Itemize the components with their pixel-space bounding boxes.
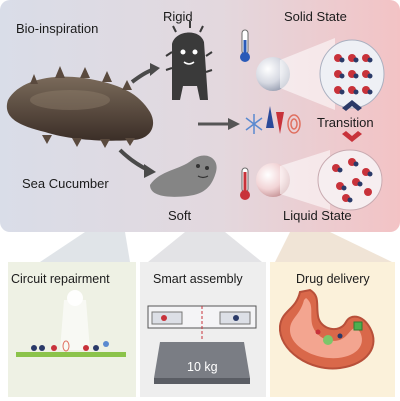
label-bioinspiration: Bio-inspiration — [16, 21, 99, 36]
label-soft: Soft — [168, 208, 192, 223]
thermometer-cold-icon — [240, 29, 250, 62]
magnify-beam-liquid — [280, 150, 330, 210]
chevron-down-icon — [342, 131, 362, 142]
snowflake-icon — [245, 114, 263, 134]
label-transition: Transition — [317, 115, 374, 130]
beam-1 — [40, 232, 130, 262]
chevron-up-icon — [342, 100, 362, 111]
label-sea-cucumber: Sea Cucumber — [22, 176, 109, 191]
label-rigid: Rigid — [163, 9, 193, 24]
solid-particles — [334, 54, 373, 95]
beam-2 — [148, 232, 262, 262]
circuit-illustration — [16, 290, 126, 357]
label-liquid-state: Liquid State — [283, 208, 352, 223]
stomach-illustration — [278, 288, 375, 370]
label-drug-delivery: Drug delivery — [296, 272, 370, 286]
magnify-beam-solid — [280, 38, 335, 110]
arrow-icon — [144, 164, 156, 178]
liquid-particles — [332, 158, 373, 203]
up-down-arrows-icon — [266, 106, 284, 134]
label-solid-state: Solid State — [284, 9, 347, 24]
arrow-icon — [150, 63, 160, 76]
label-circuit-repairment: Circuit repairment — [11, 272, 110, 286]
rigid-creature — [165, 21, 213, 100]
label-weight: 10 kg — [187, 360, 218, 374]
assembly-illustration — [147, 305, 257, 384]
thermometer-hot-icon — [240, 167, 250, 200]
heat-wave-icon — [287, 114, 301, 134]
sea-cucumber-illustration — [6, 66, 154, 148]
soft-creature — [150, 155, 217, 197]
label-smart-assembly: Smart assembly — [153, 272, 243, 286]
arrow-icon — [228, 118, 240, 130]
beam-3 — [275, 232, 392, 262]
